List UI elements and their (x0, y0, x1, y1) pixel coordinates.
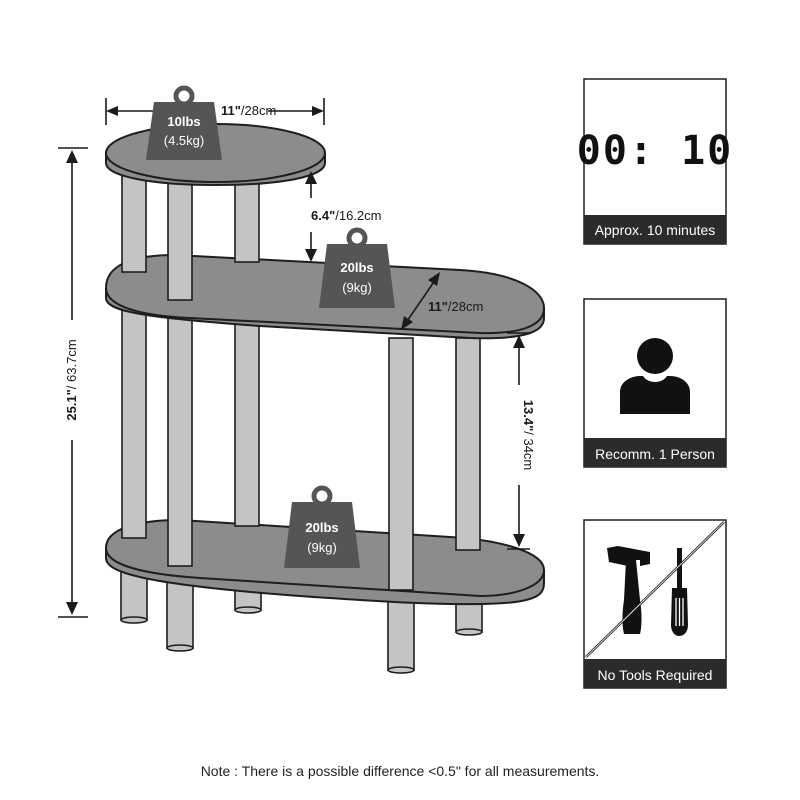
top-width-label: 11"/28cm (221, 103, 276, 118)
lower-height-label: 13.4"/ 34cm (521, 400, 536, 470)
lower-leg-5 (388, 337, 414, 591)
top-weight-lbs: 10lbs (167, 114, 200, 129)
bottom-weight-kg: (9kg) (307, 540, 337, 555)
info-card-person: Recomm. 1 Person (583, 298, 727, 468)
foot-3-cap (234, 606, 262, 614)
info-card-time: 00: 10 Approx. 10 minutes (577, 78, 734, 245)
middle-weight-lbs: 20lbs (340, 260, 373, 275)
weight-icon: 10lbs (4.5kg) (146, 85, 222, 160)
screwdriver-icon (671, 548, 688, 636)
foot-5-cap (455, 628, 483, 636)
foot-4-cap (387, 666, 415, 674)
lower-leg-3 (234, 317, 260, 527)
middle-depth-label: 11"/28cm (428, 299, 483, 314)
dim-top-width: 11"/28cm (105, 98, 325, 125)
weight-icon: 20lbs (9kg) (319, 227, 395, 308)
dim-total-height: 25.1"/ 63.7cm (58, 147, 88, 618)
middle-weight-kg: (9kg) (342, 280, 372, 295)
dim-shelf-gap: 6.4"/16.2cm (305, 171, 382, 262)
upper-leg-3 (234, 179, 260, 263)
lower-leg-4 (455, 337, 481, 551)
info-card-tools: No Tools Required (583, 519, 727, 689)
foot-1-cap (120, 616, 148, 624)
upper-legs (121, 171, 260, 301)
person-label: Recomm. 1 Person (595, 446, 715, 462)
clock-icon: 00: 10 (577, 128, 734, 174)
lower-legs (121, 299, 481, 591)
tools-label: No Tools Required (598, 667, 713, 683)
lower-leg-2 (167, 311, 193, 567)
dim-lower-height: 13.4"/ 34cm (507, 332, 536, 550)
measurement-note: Note : There is a possible difference <0… (200, 763, 600, 779)
top-weight-kg: (4.5kg) (164, 133, 204, 148)
total-height-label: 25.1"/ 63.7cm (64, 339, 79, 420)
upper-leg-2 (167, 179, 193, 301)
foot-2-cap (166, 644, 194, 652)
dim-middle-depth: 11"/28cm (401, 272, 483, 330)
weight-icon: 20lbs (9kg) (284, 485, 360, 568)
person-icon (620, 338, 690, 414)
bottom-weight-lbs: 20lbs (305, 520, 338, 535)
shelf-gap-label: 6.4"/16.2cm (311, 208, 382, 223)
upper-leg-1 (121, 171, 147, 273)
time-label: Approx. 10 minutes (595, 222, 716, 238)
foot-4 (387, 594, 415, 671)
lower-leg-1 (121, 299, 147, 539)
